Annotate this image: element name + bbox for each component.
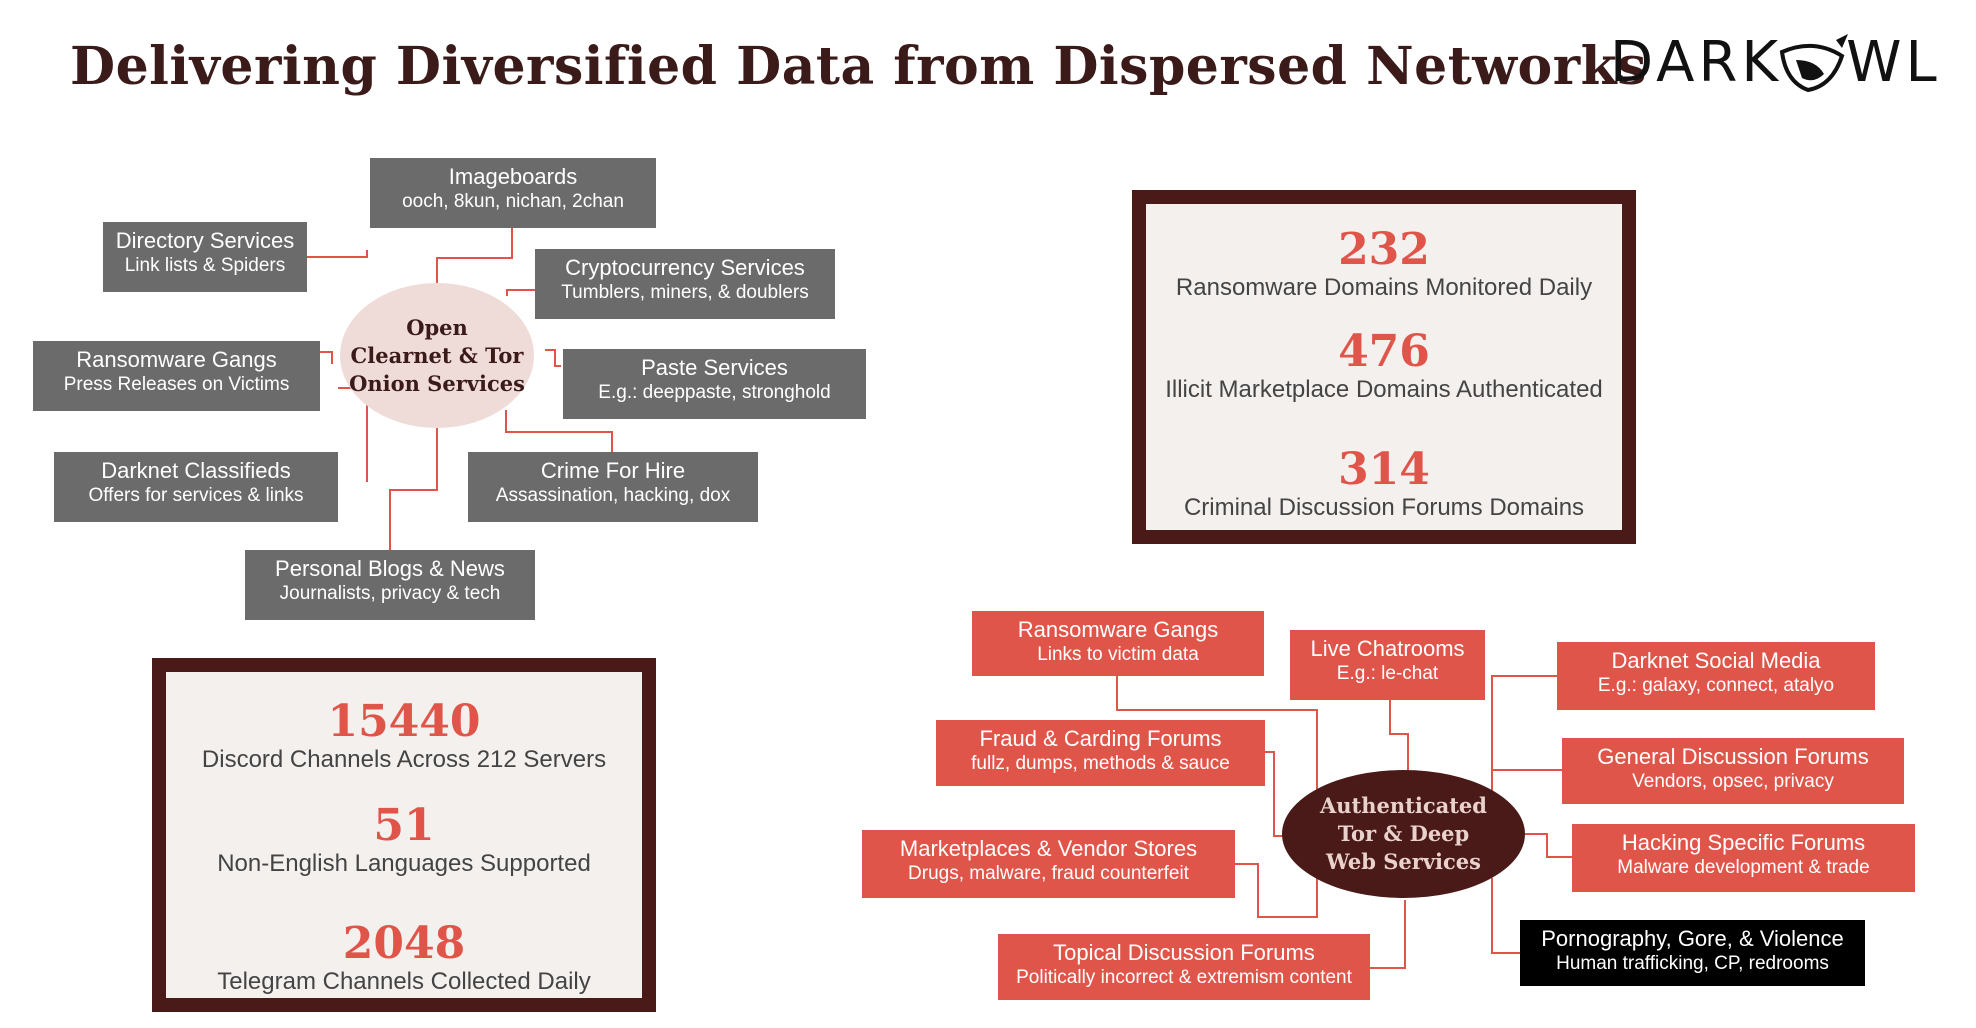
- open-clearnet-tor-hub: Open Clearnet & Tor Onion Services: [340, 283, 534, 428]
- node-ransomware-gangs-open: Ransomware Gangs Press Releases on Victi…: [33, 341, 320, 411]
- node-subtitle: Offers for services & links: [88, 485, 304, 506]
- node-subtitle: E.g.: le-chat: [1336, 663, 1439, 684]
- stats-panel-right: 232 Ransomware Domains Monitored Daily 4…: [1132, 190, 1636, 544]
- node-subtitle: Drugs, malware, fraud counterfeit: [908, 863, 1189, 884]
- node-darknet-classifieds: Darknet Classifieds Offers for services …: [54, 452, 338, 522]
- node-subtitle: Politically incorrect & extremism conten…: [1016, 967, 1352, 988]
- stat-discord: 15440 Discord Channels Across 212 Server…: [166, 698, 642, 774]
- node-general-discussion-forums: General Discussion Forums Vendors, opsec…: [1562, 738, 1904, 804]
- node-crime-for-hire: Crime For Hire Assassination, hacking, d…: [468, 452, 758, 522]
- node-paste-services: Paste Services E.g.: deeppaste, strongho…: [563, 349, 866, 419]
- stat-label: Non-English Languages Supported: [217, 850, 591, 877]
- node-title: Topical Discussion Forums: [1053, 940, 1315, 965]
- node-title: Personal Blogs & News: [275, 556, 505, 581]
- hub-line: Clearnet & Tor: [350, 342, 524, 368]
- node-subtitle: fullz, dumps, methods & sauce: [971, 753, 1230, 774]
- node-subtitle: Human trafficking, CP, redrooms: [1556, 953, 1829, 974]
- node-pornography-gore-violence: Pornography, Gore, & Violence Human traf…: [1520, 920, 1865, 986]
- hub-line: Authenticated: [1320, 793, 1487, 818]
- owl-eye-icon: [1779, 34, 1848, 93]
- node-title: Live Chatrooms: [1310, 636, 1465, 661]
- stat-label: Ransomware Domains Monitored Daily: [1175, 274, 1593, 301]
- hub-line: Onion Services: [349, 370, 525, 396]
- node-title: Hacking Specific Forums: [1621, 830, 1866, 855]
- stat-number: 314: [1338, 444, 1430, 495]
- stat-number: 51: [373, 800, 435, 851]
- node-title: Crime For Hire: [540, 458, 686, 483]
- node-subtitle: Link lists & Spiders: [124, 255, 286, 276]
- node-title: Directory Services: [115, 228, 295, 253]
- node-title: Imageboards: [448, 164, 578, 189]
- hub-line: Tor & Deep: [1337, 821, 1470, 846]
- node-ransomware-gangs-auth: Ransomware Gangs Links to victim data: [972, 611, 1264, 676]
- node-title: Ransomware Gangs: [76, 347, 277, 372]
- node-title: General Discussion Forums: [1597, 744, 1869, 769]
- stat-label: Illicit Marketplace Domains Authenticate…: [1165, 376, 1603, 403]
- stat-ransomware-domains: 232 Ransomware Domains Monitored Daily: [1146, 226, 1622, 302]
- node-title: Marketplaces & Vendor Stores: [899, 836, 1198, 861]
- node-title: Darknet Social Media: [1611, 648, 1821, 673]
- node-title: Paste Services: [641, 355, 788, 380]
- stat-marketplace-domains: 476 Illicit Marketplace Domains Authenti…: [1146, 328, 1622, 404]
- node-darknet-social-media: Darknet Social Media E.g.: galaxy, conne…: [1557, 642, 1875, 710]
- node-subtitle: E.g.: deeppaste, stronghold: [598, 382, 831, 403]
- node-subtitle: Tumblers, miners, & doublers: [561, 282, 809, 303]
- node-imageboards: Imageboards ooch, 8kun, nichan, 2chan: [370, 158, 656, 228]
- node-personal-blogs-news: Personal Blogs & News Journalists, priva…: [245, 550, 535, 620]
- node-title: Cryptocurrency Services: [565, 255, 805, 280]
- node-title: Darknet Classifieds: [101, 458, 291, 483]
- stat-number: 15440: [327, 696, 481, 747]
- node-live-chatrooms: Live Chatrooms E.g.: le-chat: [1290, 630, 1485, 700]
- hub-line: Web Services: [1326, 849, 1481, 874]
- stat-label: Discord Channels Across 212 Servers: [201, 746, 607, 773]
- node-subtitle: Journalists, privacy & tech: [279, 583, 501, 604]
- stat-number: 2048: [342, 918, 466, 969]
- node-subtitle: Assassination, hacking, dox: [495, 485, 731, 506]
- node-subtitle: Links to victim data: [1037, 644, 1199, 665]
- authenticated-tor-deep-web-hub: Authenticated Tor & Deep Web Services: [1282, 770, 1525, 898]
- stat-number: 476: [1338, 326, 1430, 377]
- stat-languages: 51 Non-English Languages Supported: [166, 802, 642, 878]
- node-subtitle: Malware development & trade: [1617, 857, 1870, 878]
- stats-panel-left: 15440 Discord Channels Across 212 Server…: [152, 658, 656, 1012]
- stat-label: Criminal Discussion Forums Domains: [1183, 494, 1585, 521]
- hub-line: Open: [406, 314, 468, 340]
- node-topical-discussion-forums: Topical Discussion Forums Politically in…: [998, 934, 1370, 1000]
- stat-label: Telegram Channels Collected Daily: [217, 968, 591, 995]
- node-title: Fraud & Carding Forums: [979, 726, 1222, 751]
- node-hacking-specific-forums: Hacking Specific Forums Malware developm…: [1572, 824, 1915, 892]
- node-subtitle: E.g.: galaxy, connect, atalyo: [1597, 675, 1835, 696]
- node-subtitle: ooch, 8kun, nichan, 2chan: [402, 191, 624, 212]
- page-title: Delivering Diversified Data from Dispers…: [70, 36, 1647, 97]
- node-subtitle: Press Releases on Victims: [63, 374, 290, 395]
- node-subtitle: Vendors, opsec, privacy: [1632, 771, 1834, 792]
- stat-forum-domains: 314 Criminal Discussion Forums Domains: [1146, 446, 1622, 522]
- stat-telegram: 2048 Telegram Channels Collected Daily: [166, 920, 642, 996]
- node-fraud-carding-forums: Fraud & Carding Forums fullz, dumps, met…: [936, 720, 1265, 786]
- node-directory-services: Directory Services Link lists & Spiders: [103, 222, 307, 292]
- stat-number: 232: [1338, 224, 1430, 275]
- node-marketplaces-vendor-stores: Marketplaces & Vendor Stores Drugs, malw…: [862, 830, 1235, 898]
- node-cryptocurrency-services: Cryptocurrency Services Tumblers, miners…: [535, 249, 835, 319]
- node-title: Ransomware Gangs: [1017, 617, 1219, 642]
- node-title: Pornography, Gore, & Violence: [1541, 926, 1844, 951]
